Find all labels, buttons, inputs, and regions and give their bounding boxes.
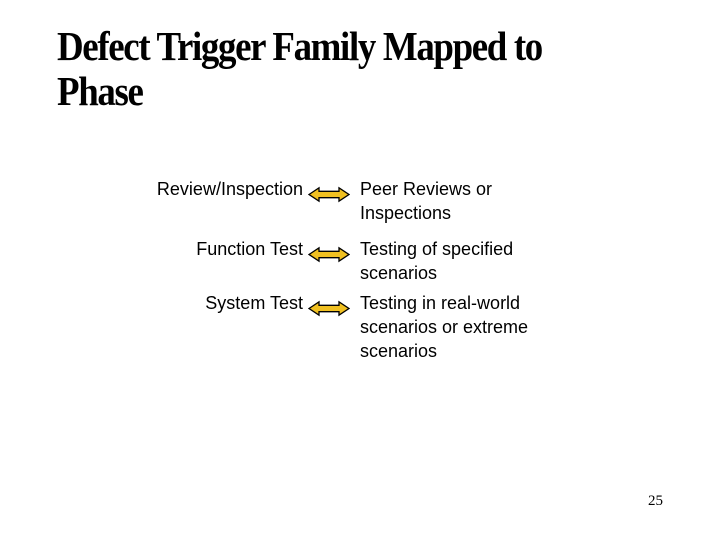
left-right-arrow-icon — [303, 237, 355, 263]
phase-label: Review/Inspection — [156, 179, 303, 199]
trigger-description: Testing of specified scenarios — [360, 239, 514, 283]
phase-label: System Test — [205, 293, 303, 313]
page-number: 25 — [648, 493, 663, 509]
slide-title: Defect Trigger Family Mapped to Phase — [57, 23, 543, 114]
phase-label: Function Test — [196, 239, 303, 259]
mapping-row-review-inspection: Review/Inspection Peer Reviews or Inspec… — [0, 177, 593, 225]
left-right-arrow-icon — [303, 177, 355, 203]
mapping-row-function-test: Function Test Testing of specified scena… — [0, 237, 593, 285]
trigger-description: Peer Reviews or Inspections — [360, 179, 493, 223]
mapping-row-system-test: System Test Testing in real-world scenar… — [0, 291, 593, 363]
left-right-arrow-icon — [303, 291, 355, 317]
trigger-description: Testing in real-world scenarios or extre… — [360, 293, 529, 361]
